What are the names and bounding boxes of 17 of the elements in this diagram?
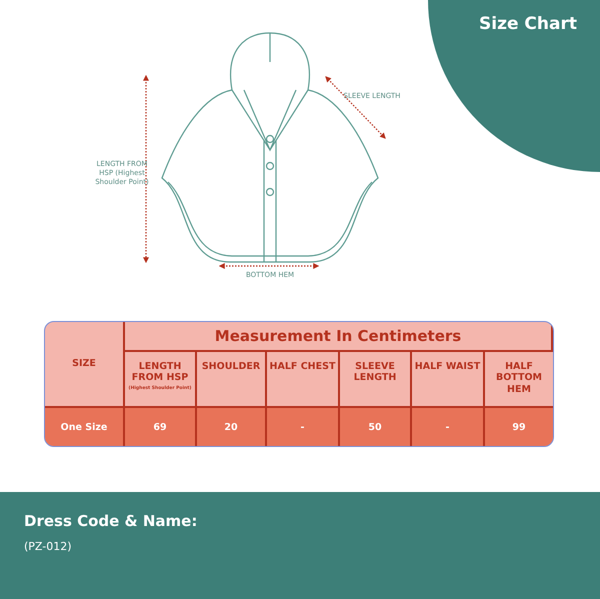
header-text: HALF BOTTOM HEM <box>494 361 544 396</box>
header-text: LENGTH FROM HSP <box>130 361 190 384</box>
header-text: HALF CHEST <box>270 361 336 372</box>
table-cell: 20 <box>197 408 267 446</box>
footer-heading: Dress Code & Name: <box>24 512 198 532</box>
table-cell: - <box>267 408 340 446</box>
table-cell: 50 <box>340 408 412 446</box>
chart-title: Size Chart <box>478 14 578 34</box>
table-cell: One Size <box>45 408 125 446</box>
code-text: (PZ-012) <box>24 540 73 555</box>
header-text: HALF WAIST <box>414 361 480 372</box>
table-cell: 69 <box>125 408 197 446</box>
table-cell: 99 <box>485 408 553 446</box>
header-text: SHOULDER <box>202 361 260 372</box>
header-text: SLEEVE LENGTH <box>352 361 398 384</box>
table-cell: - <box>412 408 485 446</box>
table-heading: Measurement In Centimeters <box>125 322 553 352</box>
